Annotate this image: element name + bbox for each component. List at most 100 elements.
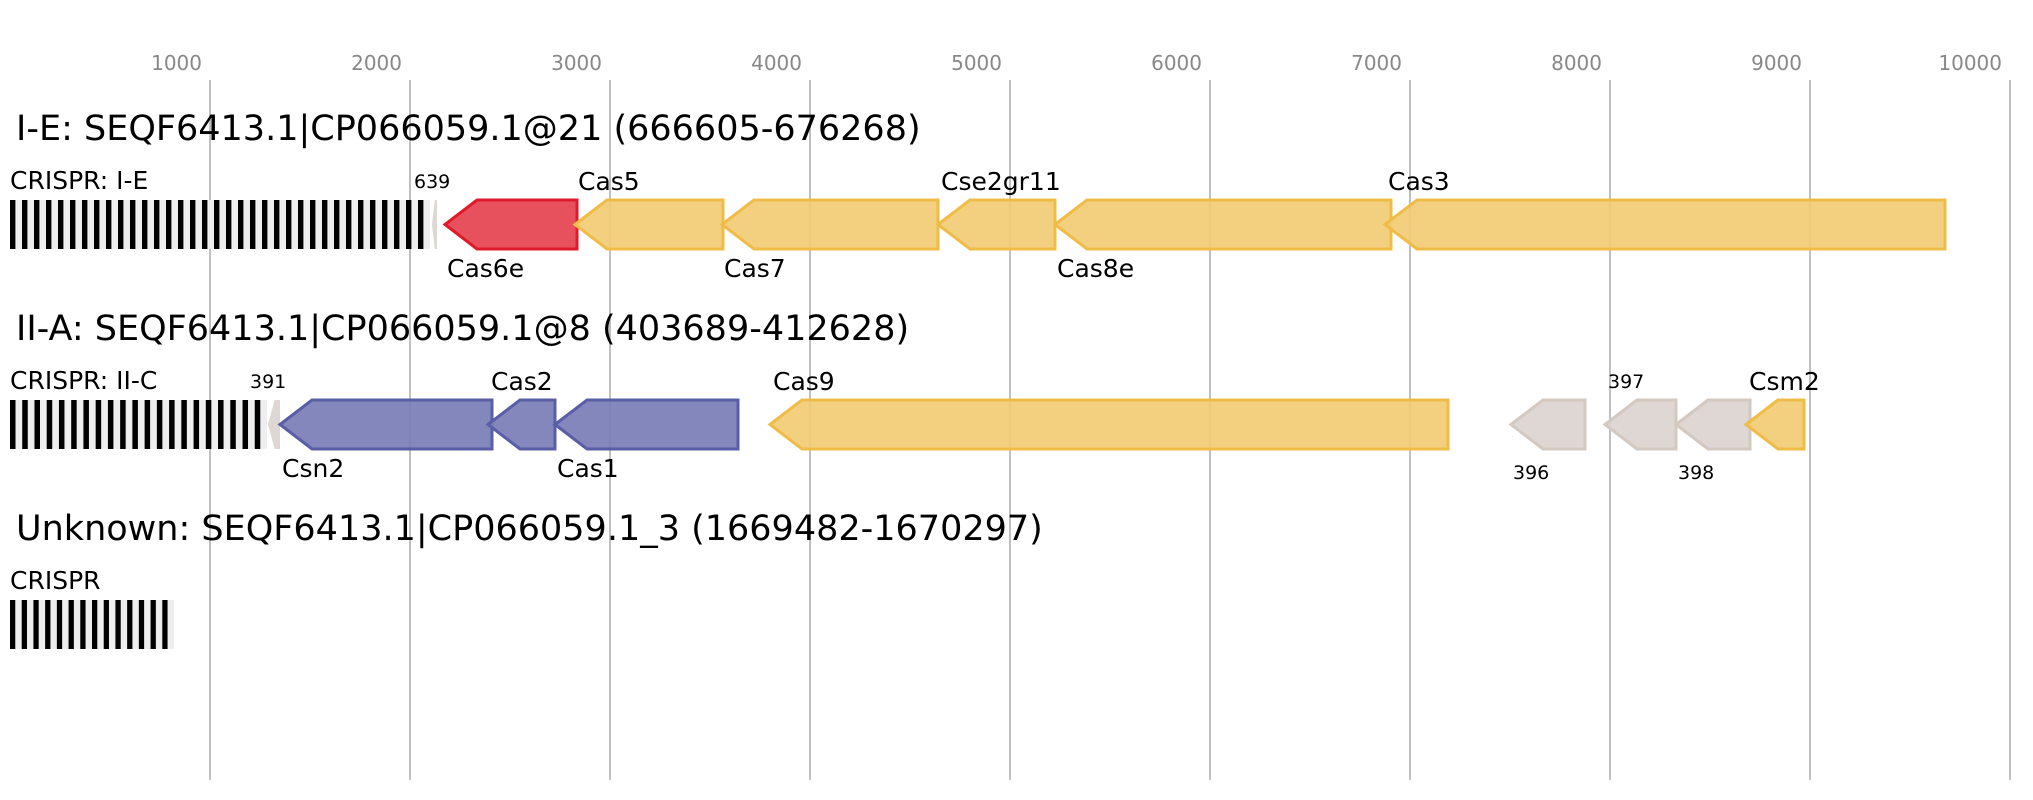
gene-arrow[interactable] xyxy=(1508,398,1587,451)
crispr-repeat xyxy=(107,400,114,449)
crispr-repeat xyxy=(58,400,65,449)
crispr-repeat xyxy=(10,400,16,449)
crispr-repeat xyxy=(205,400,212,449)
crispr-repeat xyxy=(106,200,112,249)
crispr-repeat xyxy=(45,600,51,649)
gene-label: Cas1 xyxy=(557,454,619,483)
crispr-repeat xyxy=(382,200,388,249)
crispr-repeat xyxy=(21,600,27,649)
gene-label: 391 xyxy=(250,371,286,393)
gene-cas6e[interactable]: Cas6e xyxy=(442,198,579,283)
crispr-repeat xyxy=(82,200,88,249)
crispr-repeat xyxy=(94,200,100,249)
locus-track: Unknown: SEQF6413.1|CP066059.1_3 (166948… xyxy=(10,509,1043,649)
gene-arrow[interactable] xyxy=(1382,198,1947,251)
crispr-label: CRISPR xyxy=(10,566,101,595)
crispr-repeat xyxy=(242,400,249,449)
gene-arrow[interactable] xyxy=(485,398,557,451)
gene-label: Cas9 xyxy=(773,367,835,396)
gene-arrow[interactable] xyxy=(268,400,280,449)
axis-tick-label: 8000 xyxy=(1551,51,1602,75)
crispr-repeat xyxy=(70,200,76,249)
crispr-repeat xyxy=(68,600,74,649)
gene-397[interactable]: 397 xyxy=(1602,371,1678,451)
crispr-repeat xyxy=(202,200,208,249)
crispr-repeat xyxy=(144,400,151,449)
crispr-repeat xyxy=(274,200,280,249)
gene-cas1[interactable]: Cas1 xyxy=(552,398,740,483)
gene-391[interactable]: 391 xyxy=(250,371,286,449)
gene-csn2[interactable]: Csn2 xyxy=(277,398,494,483)
crispr-label: CRISPR: I-E xyxy=(10,166,148,195)
locus-track: I-E: SEQF6413.1|CP066059.1@21 (666605-67… xyxy=(10,109,1947,283)
gene-cse2gr11[interactable]: Cse2gr11 xyxy=(935,167,1061,251)
gene-csm2[interactable]: Csm2 xyxy=(1743,367,1820,451)
gene-arrow[interactable] xyxy=(935,198,1057,251)
crispr-repeat xyxy=(34,400,40,449)
crispr-repeat xyxy=(193,400,200,449)
crispr-repeat xyxy=(178,200,184,249)
crispr-repeat xyxy=(83,400,89,449)
axis-tick-label: 9000 xyxy=(1751,51,1802,75)
crispr-background xyxy=(10,400,267,449)
axis-tick-label: 6000 xyxy=(1151,51,1202,75)
crispr-repeat xyxy=(22,200,28,249)
crispr-repeat xyxy=(238,200,244,249)
crispr-repeat xyxy=(226,200,232,249)
gene-label: 397 xyxy=(1608,371,1644,393)
gene-label: Cas3 xyxy=(1388,167,1450,196)
gene-639[interactable]: 639 xyxy=(414,171,450,249)
crispr-repeat xyxy=(130,200,136,249)
crispr-repeat xyxy=(310,200,316,249)
gene-arrow[interactable] xyxy=(552,398,740,451)
crispr-repeat xyxy=(230,400,236,449)
axis-tick-label: 4000 xyxy=(751,51,802,75)
gene-arrow[interactable] xyxy=(432,200,437,249)
crispr-repeat xyxy=(250,200,256,249)
gene-cas7[interactable]: Cas7 xyxy=(719,198,940,283)
gene-arrow[interactable] xyxy=(1743,398,1806,451)
crispr-repeat xyxy=(138,600,145,649)
crispr-label: CRISPR: II-C xyxy=(10,366,157,395)
crispr-repeat xyxy=(80,600,86,649)
gene-cas8e[interactable]: Cas8e xyxy=(1052,198,1393,283)
gene-arrow[interactable] xyxy=(572,198,725,251)
gene-arrow[interactable] xyxy=(719,198,940,251)
gene-cas9[interactable]: Cas9 xyxy=(767,367,1450,451)
gene-label: Cas5 xyxy=(578,167,640,196)
gene-arrow[interactable] xyxy=(442,198,579,251)
crispr-repeat xyxy=(120,400,126,449)
gene-cas5[interactable]: Cas5 xyxy=(572,167,725,251)
gene-arrow[interactable] xyxy=(277,398,494,451)
crispr-repeat xyxy=(34,200,40,249)
gene-arrow[interactable] xyxy=(1602,398,1678,451)
crispr-repeat xyxy=(156,400,163,449)
gene-label: Cas2 xyxy=(491,367,553,396)
axis-tick-label: 7000 xyxy=(1351,51,1402,75)
loci-tracks: I-E: SEQF6413.1|CP066059.1@21 (666605-67… xyxy=(10,109,1947,649)
crispr-repeat xyxy=(286,200,292,249)
gene-cas3[interactable]: Cas3 xyxy=(1382,167,1947,251)
locus-title: Unknown: SEQF6413.1|CP066059.1_3 (166948… xyxy=(16,509,1043,549)
crispr-repeat xyxy=(190,200,196,249)
gene-arrow[interactable] xyxy=(1052,198,1393,251)
gene-398[interactable]: 398 xyxy=(1673,398,1752,484)
gene-396[interactable]: 396 xyxy=(1508,398,1587,484)
crispr-repeat xyxy=(254,400,261,449)
crispr-array[interactable]: CRISPR: I-E xyxy=(10,166,430,249)
crispr-array[interactable]: CRISPR xyxy=(10,566,174,649)
gene-arrow[interactable] xyxy=(1673,398,1752,451)
crispr-repeat xyxy=(162,600,168,649)
crispr-array[interactable]: CRISPR: II-C xyxy=(10,366,267,449)
gene-cas2[interactable]: Cas2 xyxy=(485,367,557,451)
crispr-repeat xyxy=(418,200,424,249)
axis-tick-label: 1000 xyxy=(151,51,202,75)
crispr-repeat xyxy=(358,200,364,249)
locus-title: I-E: SEQF6413.1|CP066059.1@21 (666605-67… xyxy=(16,109,921,149)
crispr-repeat xyxy=(115,600,121,649)
crispr-repeat xyxy=(166,200,172,249)
crispr-repeat xyxy=(46,200,52,249)
crispr-repeat xyxy=(22,400,28,449)
gene-arrow[interactable] xyxy=(767,398,1450,451)
